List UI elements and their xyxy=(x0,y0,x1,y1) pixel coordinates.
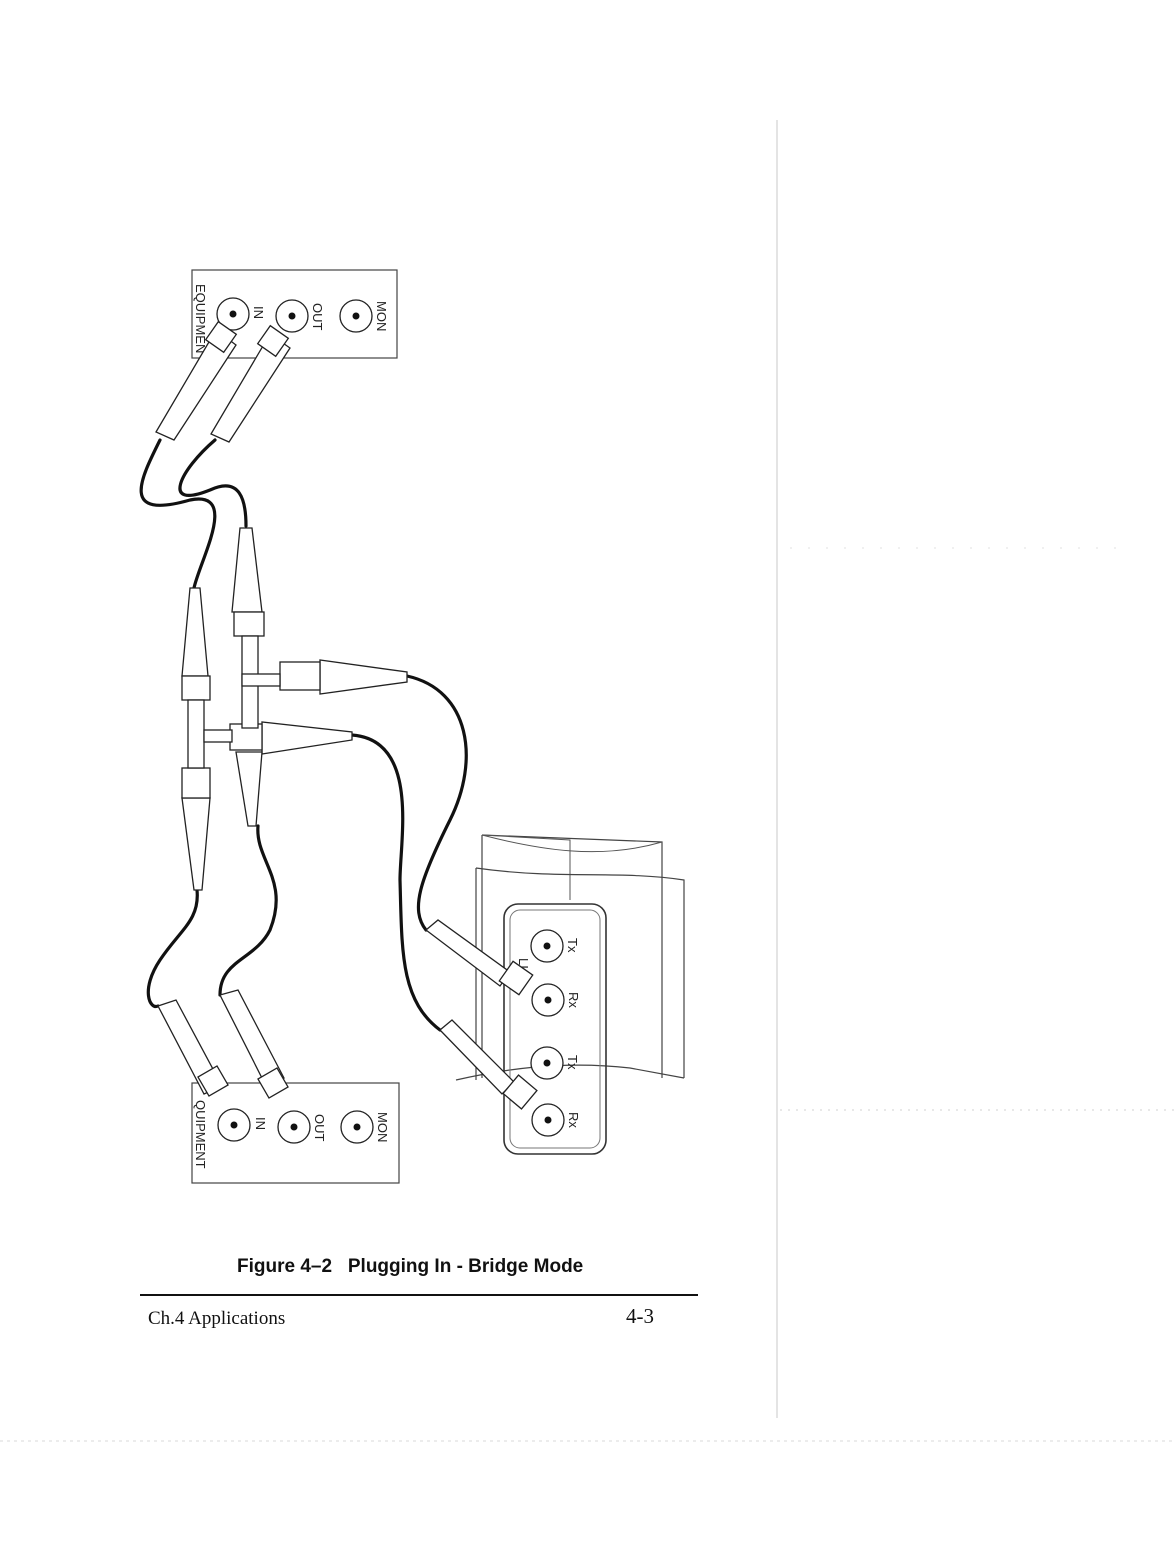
connectors xyxy=(155,320,538,1110)
out-jack-top-label: OUT xyxy=(310,303,325,331)
equipment-panel-bottom: QUIPMENT IN OUT MON xyxy=(191,1082,400,1184)
plug-tee-horizontal-lower xyxy=(261,721,353,755)
figure-caption: Figure 4–2 Plugging In - Bridge Mode xyxy=(237,1256,584,1277)
equipment-panel-top: EQUIPMEN IN OUT MON xyxy=(191,269,398,359)
footer-divider xyxy=(140,1294,698,1296)
plug-test-tx xyxy=(424,919,511,987)
out-jack-bottom-label: OUT xyxy=(312,1114,327,1142)
cables xyxy=(139,438,468,1032)
footer-chapter: Ch.4 Applications xyxy=(148,1308,286,1329)
in-jack-top-label: IN xyxy=(251,306,266,319)
plug-tee-left-lower xyxy=(181,797,211,891)
rx-jack-1-label: Rx xyxy=(566,992,581,1008)
test-set-panel: LI Tx Rx Tx Rx xyxy=(455,834,685,1155)
in-jack-bottom-label: IN xyxy=(253,1117,268,1130)
plug-tee-lower-vertical xyxy=(235,751,263,827)
cable-top-in xyxy=(139,438,217,590)
rx-jack-2-label: Rx xyxy=(566,1112,581,1128)
cable-tee-lower-to-test-rx2 xyxy=(350,733,442,1032)
cable-bottom-in xyxy=(146,888,199,1009)
cable-top-out xyxy=(178,438,248,528)
tee-adapter-lower xyxy=(187,699,205,769)
line-section-label: LI xyxy=(516,958,531,969)
mon-jack-bottom-label: MON xyxy=(375,1112,390,1142)
cable-tee-upper-to-test-rx xyxy=(405,674,468,932)
tx-jack-2-label: Tx xyxy=(565,1055,580,1070)
plug-tee-upper-vertical xyxy=(231,527,263,613)
plug-tee-horizontal-upper xyxy=(319,659,408,695)
equipment-panel-bottom-title: QUIPMENT xyxy=(193,1100,208,1169)
tx-jack-1-label: Tx xyxy=(565,938,580,953)
plug-tee-left-upper xyxy=(181,587,209,677)
footer-page-number: 4-3 xyxy=(626,1304,654,1328)
plug-test-rx xyxy=(439,1019,515,1095)
plug-bottom-out xyxy=(219,989,285,1087)
mon-jack-top-label: MON xyxy=(374,301,389,331)
cable-bottom-out xyxy=(218,824,278,997)
equipment-panel-top-title: EQUIPMEN xyxy=(193,284,208,353)
